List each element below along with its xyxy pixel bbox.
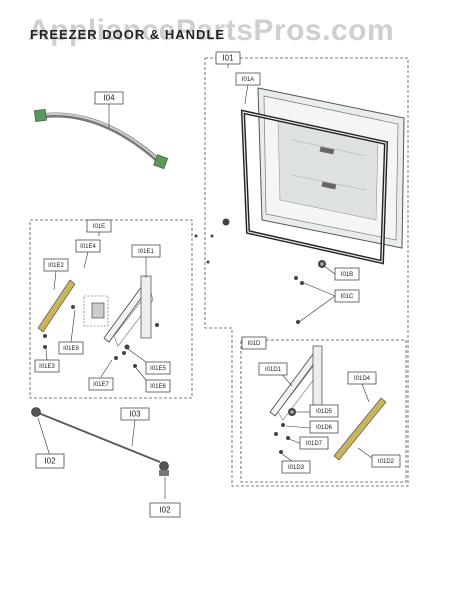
callout-i04: I04 — [103, 94, 115, 103]
right-small-parts — [43, 305, 159, 368]
callout-i01d6: I01D6 — [316, 425, 333, 431]
callout-i01e3: I01E3 — [39, 364, 55, 370]
page-title: FREEZER DOOR & HANDLE — [30, 27, 226, 42]
callout-i01c: I01C — [341, 294, 354, 300]
right-bracket-part — [83, 295, 109, 327]
left-hardware-group-outline — [240, 339, 407, 483]
callout-i02-left: I02 — [44, 457, 56, 466]
callout-i01e7: I01E7 — [93, 382, 109, 388]
door-assembly-outline — [204, 57, 409, 487]
callout-i01e6: I01E6 — [150, 384, 166, 390]
callout-i01e4: I01E4 — [80, 244, 96, 250]
callout-i01d3: I01D3 — [288, 465, 305, 471]
callout-i01d7: I01D7 — [306, 441, 323, 447]
callout-i01e8: I01E8 — [63, 346, 79, 352]
right-rail-part — [103, 275, 154, 347]
rod-part — [35, 410, 161, 463]
callout-i01d2: I01D2 — [378, 459, 395, 465]
hinge-pin-bottom-part — [159, 461, 169, 476]
callout-i02-bottom: I02 — [159, 506, 171, 515]
callout-i01d5: I01D5 — [316, 409, 333, 415]
callout-i01e: I01E — [93, 224, 105, 230]
callout-i01e5: I01E5 — [150, 366, 166, 372]
callout-i01e2: I01E2 — [48, 263, 64, 269]
callout-i01d: I01D — [248, 341, 261, 347]
callout-i03: I03 — [129, 410, 141, 419]
left-small-parts — [274, 408, 296, 454]
callout-i01b: I01B — [341, 272, 353, 278]
watermark: AppliancePartsPros.com — [28, 14, 395, 47]
callout-i01: I01 — [222, 54, 234, 63]
hinge-pin-top-part — [31, 407, 41, 417]
callout-i01a: I01A — [242, 77, 254, 83]
right-strip-part — [37, 279, 76, 333]
door-gasket-part — [240, 109, 389, 265]
door-fasteners — [194, 218, 326, 324]
callout-i01e1: I01E1 — [138, 249, 154, 255]
left-rail-part — [269, 345, 323, 421]
door-panel-part — [257, 87, 405, 249]
handle-part — [33, 108, 169, 170]
callout-i01d4: I01D4 — [354, 376, 371, 382]
callout-i01d1: I01D1 — [265, 367, 282, 373]
left-strip-part — [333, 397, 387, 461]
